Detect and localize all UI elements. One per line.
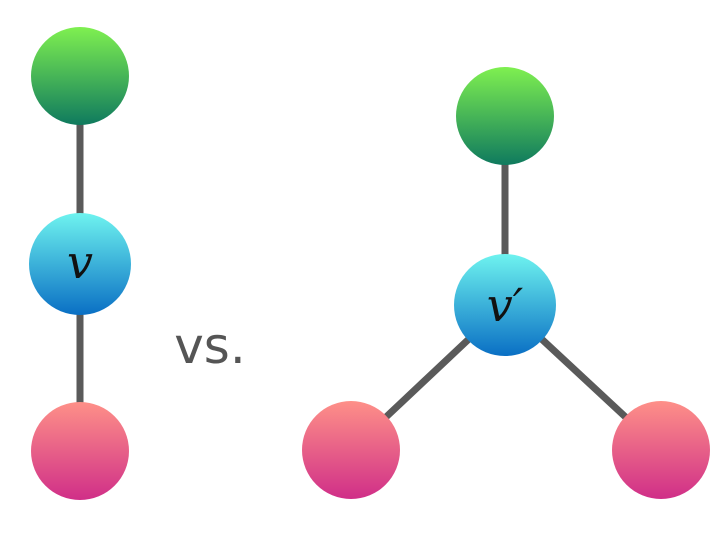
vs-label: vs. [174, 317, 246, 375]
right-center-label: v′ [487, 278, 524, 332]
right-bottom-right-node [612, 401, 710, 499]
left-bottom-node [31, 402, 129, 500]
left-center-node [29, 213, 131, 315]
right-graph: v′ [302, 67, 710, 499]
right-center-node [454, 254, 556, 356]
left-top-node [31, 27, 129, 125]
left-graph: v [29, 27, 131, 500]
left-center-label: v [67, 235, 93, 289]
right-bottom-left-node [302, 401, 400, 499]
right-top-node [456, 67, 554, 165]
